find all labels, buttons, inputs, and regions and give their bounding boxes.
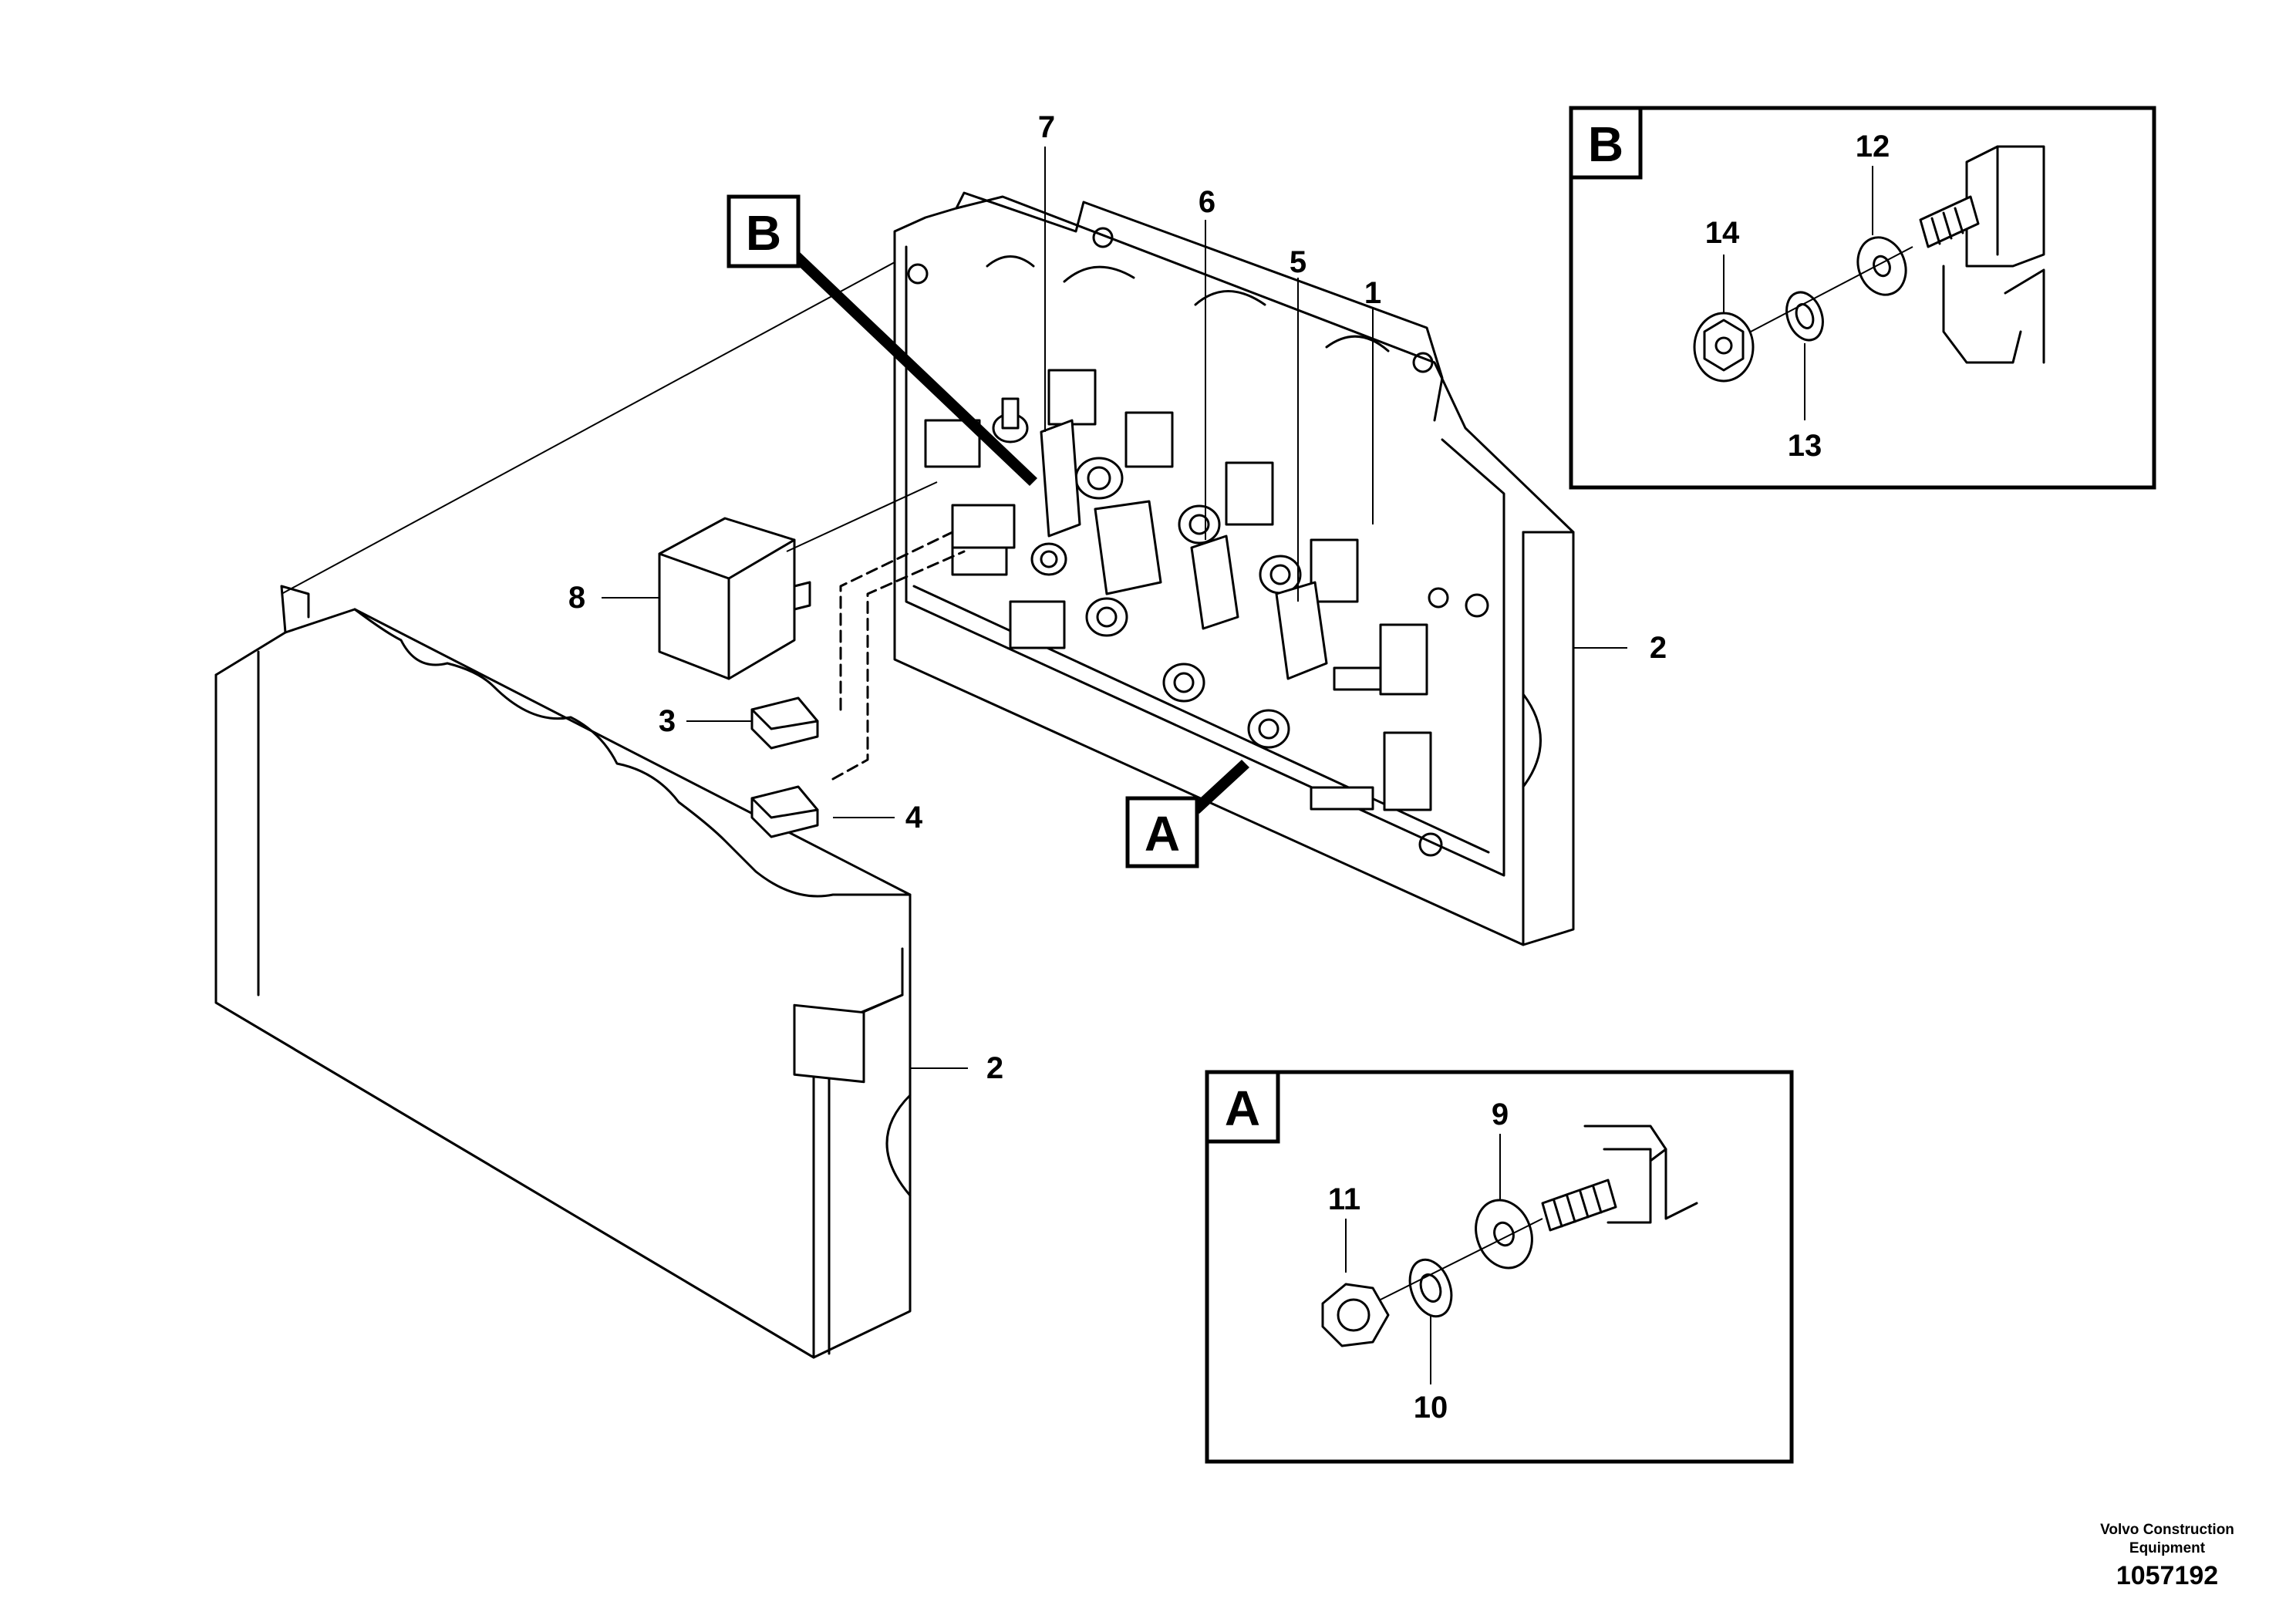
callout-part-1: 1 <box>1364 276 1381 310</box>
callout-part-6: 6 <box>1199 185 1215 219</box>
footer-drawing-number: 1057192 <box>2116 1561 2219 1590</box>
detail-b-pointer <box>791 251 1037 486</box>
fuse-3 <box>750 696 819 750</box>
connector-blocks <box>924 369 1432 811</box>
callout-part-2-right: 2 <box>1650 631 1667 665</box>
callout-part-12: 12 <box>1856 130 1890 164</box>
callout-part-8: 8 <box>568 581 585 615</box>
detail-a-label: A <box>1225 1081 1260 1136</box>
footer-company: Volvo Construction Equipment <box>2100 1522 2234 1556</box>
callout-leaders <box>602 147 1627 1069</box>
callout-part-13: 13 <box>1788 429 1822 463</box>
callout-part-2-bottom: 2 <box>986 1051 1003 1085</box>
detail-b-label: B <box>1588 116 1623 172</box>
ref-box-a-main: A <box>1125 796 1199 868</box>
callout-part-14: 14 <box>1705 216 1740 250</box>
callout-part-5: 5 <box>1290 245 1306 279</box>
detail-a-panel: A 9 11 10 <box>1205 1070 1794 1464</box>
svg-text:A: A <box>1145 806 1180 862</box>
detail-b-panel: B 12 14 13 <box>1569 106 2156 490</box>
callout-part-10: 10 <box>1414 1391 1448 1425</box>
box-cover <box>214 585 912 1359</box>
detail-a-pointer <box>1192 760 1249 814</box>
ref-box-b-main: B <box>727 194 801 268</box>
callout-part-9: 9 <box>1492 1098 1509 1131</box>
callout-part-11: 11 <box>1328 1182 1360 1216</box>
callout-part-7: 7 <box>1038 110 1055 144</box>
callout-part-3: 3 <box>659 704 676 738</box>
callout-part-4: 4 <box>905 801 923 835</box>
svg-text:B: B <box>746 205 781 261</box>
fuse-4 <box>750 785 819 838</box>
relay <box>658 517 811 680</box>
